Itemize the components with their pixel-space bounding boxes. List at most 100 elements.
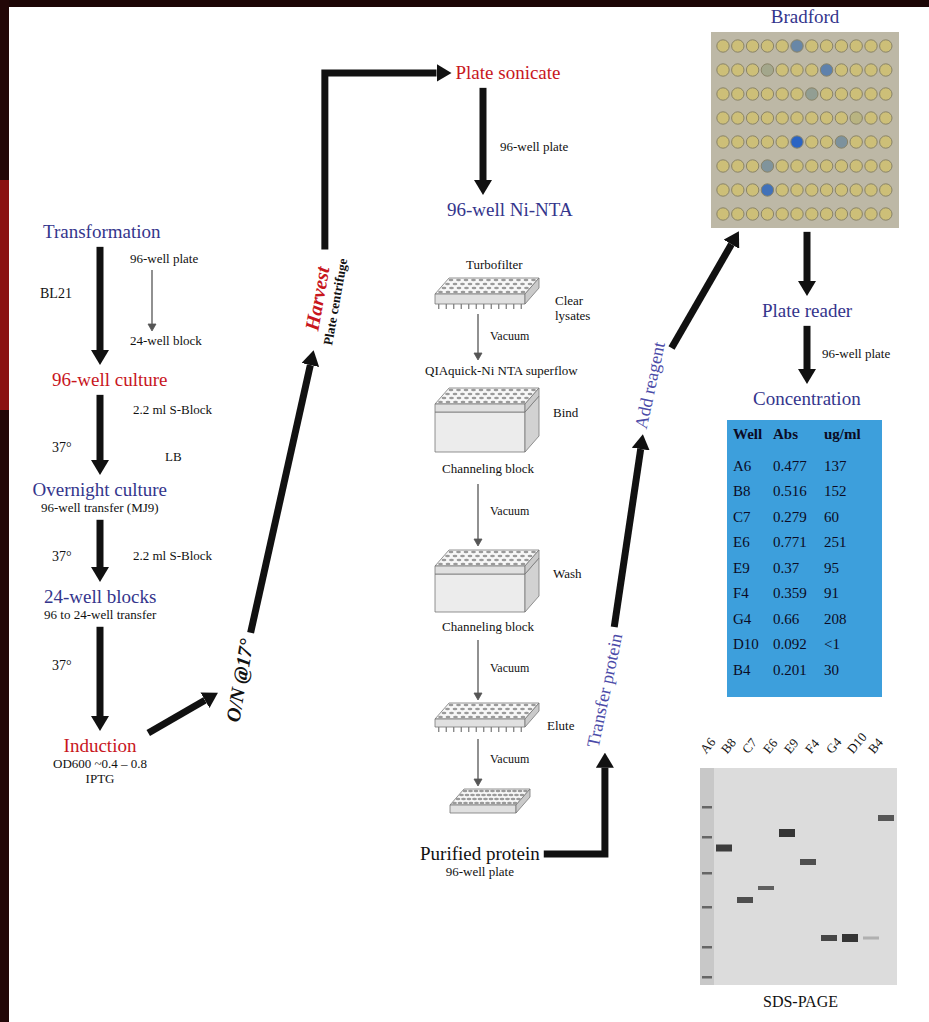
- photo-well: [850, 40, 862, 52]
- plate-well: [464, 712, 469, 714]
- filter-tip: [476, 727, 477, 732]
- step-title: Transfer protein: [583, 631, 627, 749]
- plate-well: [491, 563, 496, 565]
- plate-well: [468, 563, 473, 565]
- plate-well: [453, 708, 458, 710]
- annotation: Wash: [553, 567, 582, 582]
- plate-well: [513, 708, 518, 710]
- plate-well: [479, 397, 484, 399]
- table-cell: A6: [733, 458, 751, 475]
- protein-band: [737, 897, 753, 903]
- plate-well: [474, 790, 479, 792]
- plate-well: [485, 790, 490, 792]
- table-cell: 208: [824, 611, 847, 628]
- plate-well: [456, 704, 461, 706]
- step-title: Bradford: [705, 6, 905, 28]
- photo-well: [791, 112, 803, 124]
- protein-band: [758, 886, 774, 890]
- photo-well: [732, 88, 744, 100]
- plate-well: [442, 397, 447, 399]
- photo-well: [791, 136, 803, 148]
- table-cell: Well: [733, 426, 762, 443]
- filter-tip: [461, 304, 462, 309]
- rotated-step-label: HarvestPlate centrifuge: [299, 253, 352, 346]
- photo-well: [865, 136, 877, 148]
- plate-well: [509, 551, 514, 553]
- table-cell: 0.771: [773, 534, 807, 551]
- plate-well: [457, 287, 462, 289]
- plate-well: [523, 790, 528, 792]
- plate-well: [503, 794, 508, 796]
- plate-well: [446, 401, 451, 403]
- plate-well: [494, 397, 499, 399]
- flow-arrow: [97, 520, 104, 567]
- plate-well: [521, 401, 526, 403]
- photo-well: [776, 40, 788, 52]
- plate-front: [435, 294, 525, 304]
- plate-well: [496, 802, 501, 804]
- arrow-note: 96-well plate: [822, 347, 890, 362]
- plate-well: [490, 708, 495, 710]
- protein-band: [779, 829, 795, 837]
- table-cell: 60: [824, 509, 839, 526]
- thin-arrow-head: [474, 353, 482, 360]
- photo-well: [880, 112, 892, 124]
- step-note: 96 to 24-well transfer: [44, 608, 156, 623]
- photo-well: [880, 184, 892, 196]
- step-title: 96-well Ni-NTA: [447, 199, 573, 221]
- table-cell: 30: [824, 662, 839, 679]
- flow-arrow: [544, 768, 605, 854]
- protein-band: [800, 859, 816, 865]
- ladder-band: [702, 806, 712, 809]
- table-cell: 0.279: [773, 509, 807, 526]
- photo-well: [717, 160, 729, 172]
- plate-well: [486, 389, 491, 391]
- photo-well: [791, 40, 803, 52]
- photo-well: [835, 64, 847, 76]
- plate-well: [475, 393, 480, 395]
- photo-well: [865, 112, 877, 124]
- photo-well: [835, 112, 847, 124]
- plate-well: [501, 551, 506, 553]
- rotated-step-label: Add reagent: [631, 339, 670, 430]
- flow-arrow: [251, 365, 311, 633]
- table-cell: 0.092: [773, 636, 807, 653]
- plate-well: [457, 397, 462, 399]
- plate-well: [485, 802, 490, 804]
- plate-well: [513, 393, 518, 395]
- table-cell: 0.359: [773, 585, 807, 602]
- plate-well: [520, 708, 525, 710]
- photo-well: [791, 64, 803, 76]
- flow-arrow: [148, 700, 205, 733]
- annotation: 2.2 ml S-Block: [133, 403, 212, 418]
- plate-well: [498, 716, 503, 718]
- table-cell: 0.516: [773, 483, 807, 500]
- photo-well: [865, 40, 877, 52]
- plate-well: [479, 287, 484, 289]
- well-plate: [435, 278, 539, 309]
- plate-well: [516, 389, 521, 391]
- filter-tip: [453, 727, 454, 732]
- plate-well: [446, 291, 451, 293]
- plate-well: [521, 563, 526, 565]
- photo-well: [865, 208, 877, 220]
- plate-well: [446, 716, 451, 718]
- plate-well: [483, 401, 488, 403]
- plate-well: [479, 389, 484, 391]
- photo-well: [880, 136, 892, 148]
- plate-well: [476, 794, 481, 796]
- plate-top: [435, 278, 539, 294]
- plate-well: [479, 559, 484, 561]
- plate-well: [494, 287, 499, 289]
- plate-well: [498, 794, 503, 796]
- photo-well: [820, 208, 832, 220]
- plate-well: [460, 283, 465, 285]
- block-side: [525, 396, 539, 452]
- plate-well: [469, 802, 474, 804]
- photo-well: [820, 88, 832, 100]
- figure-caption: SDS-PAGE: [763, 993, 838, 1011]
- plate-well: [468, 401, 473, 403]
- plate-well: [513, 563, 518, 565]
- plate-well: [468, 708, 473, 710]
- table-cell: 251: [824, 534, 847, 551]
